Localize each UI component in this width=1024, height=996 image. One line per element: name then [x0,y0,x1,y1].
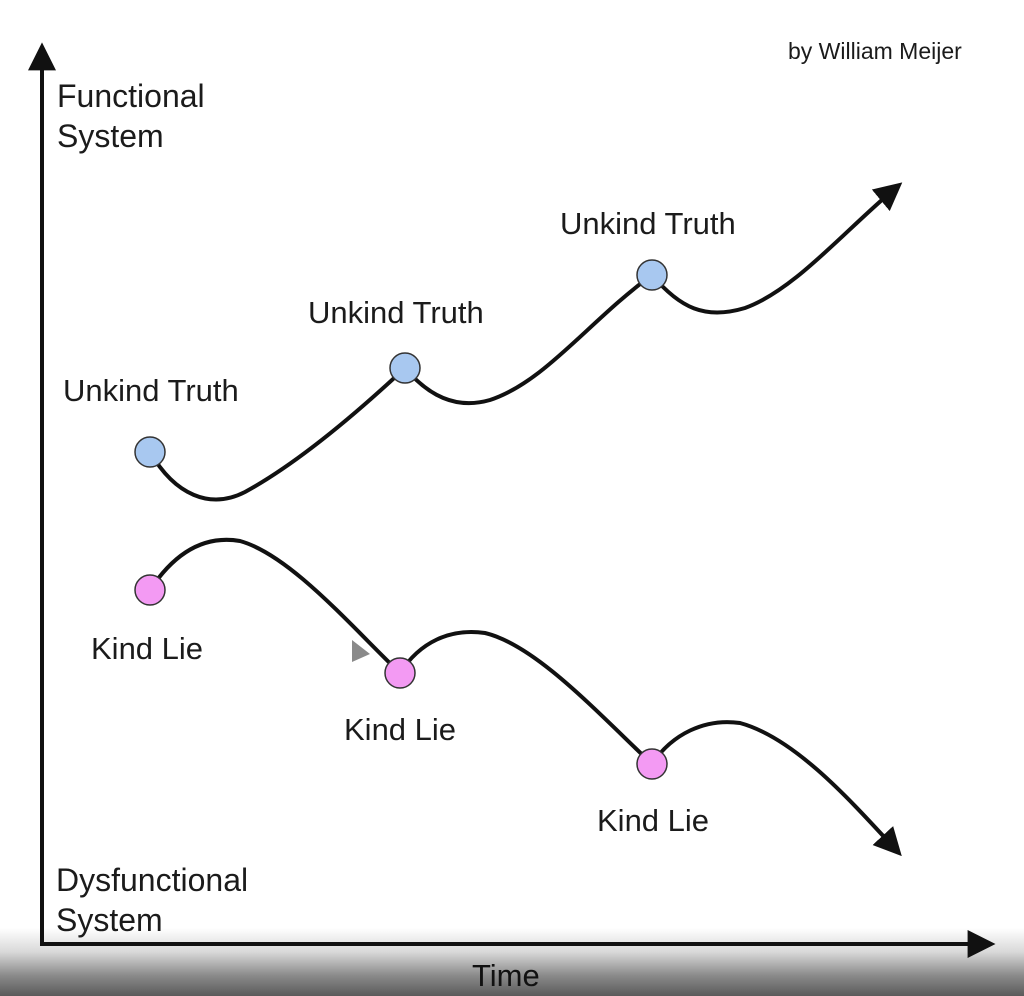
pointer-mark [352,640,370,662]
y-bottom-line1: Dysfunctional [56,862,249,898]
lie-node-1 [134,574,166,606]
lie-label-3: Kind Lie [597,803,710,838]
lie-label-1: Kind Lie [91,631,204,666]
y-axis-top-label: Functional System [57,76,205,156]
y-top-line2: System [57,118,164,154]
truth-path [148,182,903,502]
lie-node-2 [384,657,416,689]
truth-label-1: Unkind Truth [63,373,239,408]
lie-path [148,537,902,857]
y-bottom-line2: System [56,902,163,938]
lie-label-2: Kind Lie [344,712,457,747]
lie-node-3 [636,748,668,780]
credit-text: by William Meijer [788,38,962,64]
truth-node-3 [636,259,668,291]
bottom-shade [0,928,1024,996]
truth-node-1 [134,436,166,468]
y-axis-bottom-label: Dysfunctional System [56,860,248,940]
y-top-line1: Functional [57,78,205,114]
truth-node-2 [389,352,421,384]
truth-label-3: Unkind Truth [560,206,736,241]
truth-label-2: Unkind Truth [308,295,484,330]
x-axis-label: Time [472,958,540,993]
